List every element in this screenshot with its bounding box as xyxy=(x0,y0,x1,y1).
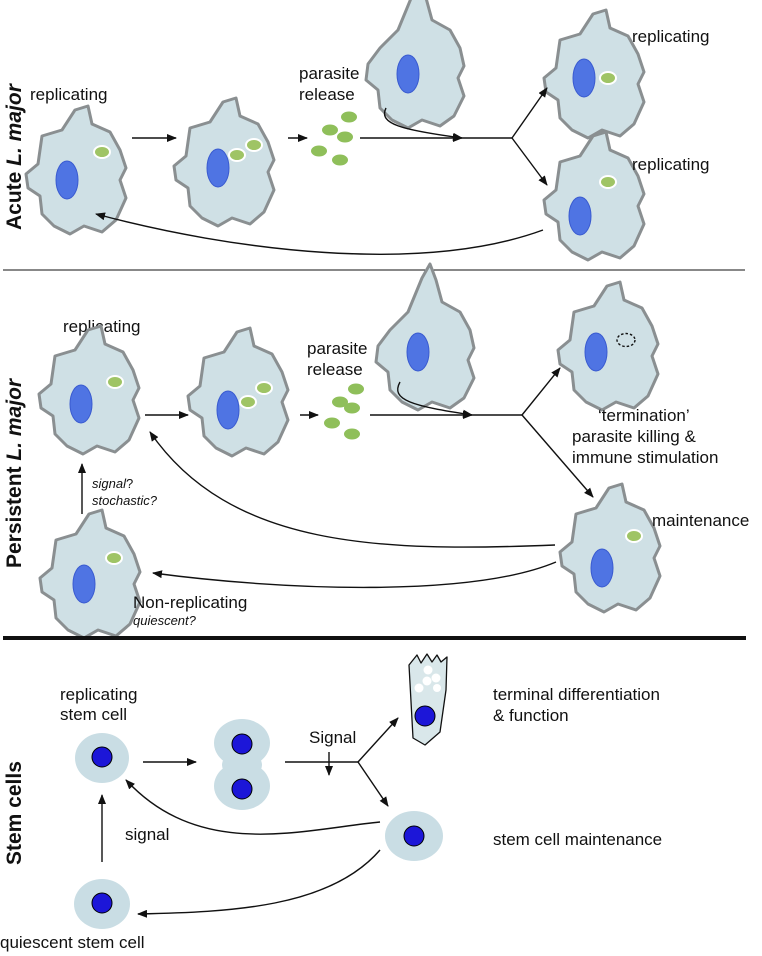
stem-cell-dividing xyxy=(214,719,270,810)
acute-label-replicating-top: replicating xyxy=(632,27,710,46)
arrow-acute-released xyxy=(383,107,463,141)
killed-parasite-icon xyxy=(616,332,636,348)
persistent-label-termination: ‘termination’ xyxy=(598,406,690,425)
stem-label-stem-cell: stem cell xyxy=(60,705,127,724)
arrow-acute-branch-up xyxy=(511,87,548,139)
stem-cell-replicating xyxy=(75,733,129,783)
stem-cell-quiescent xyxy=(74,879,130,929)
arrow-stem-return-upper xyxy=(125,779,381,835)
arrow-stem-branch-up xyxy=(357,717,399,763)
stem-side-title: Stem cells xyxy=(3,761,26,865)
persistent-side-title: Persistent L. major xyxy=(3,377,26,568)
macrophage-persistent-released xyxy=(374,262,476,412)
persistent-label-nonreplicating: Non-replicating xyxy=(133,593,247,612)
acute-side-title: Acute L. major xyxy=(3,82,26,230)
stem-label-function: & function xyxy=(493,706,569,725)
arrow-persistent-released xyxy=(397,381,473,418)
acute-label-replicating-bottom: replicating xyxy=(632,155,710,174)
macrophage-persistent-nonreplicating xyxy=(38,508,142,640)
persistent-label-quiescent: quiescent? xyxy=(133,613,197,628)
arrow-stem-branch-down xyxy=(357,761,389,807)
macrophage-acute-replicating-1 xyxy=(24,104,128,236)
acute-label-release: release xyxy=(299,85,355,104)
free-parasites-acute xyxy=(311,111,357,166)
persistent-label-signal: signal? xyxy=(92,476,133,491)
persistent-label-maintenance: maintenance xyxy=(652,511,749,530)
macrophage-acute-replicating-2 xyxy=(172,96,276,228)
macrophage-acute-replicating-bottom xyxy=(542,130,646,262)
persistent-section: Persistent L. major replicating parasite… xyxy=(3,262,749,640)
persistent-label-immune: immune stimulation xyxy=(572,448,718,467)
macrophage-persistent-replicating-1 xyxy=(37,324,141,456)
arrow-acute-return xyxy=(95,212,544,255)
stem-label-signal-left: signal xyxy=(125,825,169,844)
arrow-persistent-return-lower xyxy=(152,561,557,589)
macrophage-persistent-maintenance xyxy=(558,482,662,614)
acute-section: Acute L. major replicating parasite rele… xyxy=(3,0,710,262)
acute-label-parasite: parasite xyxy=(299,64,359,83)
arrow-acute-branch-down xyxy=(511,137,548,186)
stem-label-signal-top: Signal xyxy=(309,728,356,747)
stem-label-terminal: terminal differentiation xyxy=(493,685,660,704)
arrow-persistent-branch-down xyxy=(521,414,594,498)
persistent-label-release: release xyxy=(307,360,363,379)
arrow-persistent-return-upper xyxy=(149,431,556,548)
differentiated-cell-icon xyxy=(408,653,448,746)
stem-label-maintenance: stem cell maintenance xyxy=(493,830,662,849)
free-parasites-persistent xyxy=(324,383,364,440)
macrophage-persistent-termination xyxy=(556,280,660,412)
stem-cell-maintenance xyxy=(385,811,443,861)
arrow-persistent-branch-up xyxy=(521,367,561,416)
macrophage-acute-released xyxy=(364,0,466,130)
stem-label-quiescent: quiescent stem cell xyxy=(0,933,145,952)
persistent-label-parasite: parasite xyxy=(307,339,367,358)
macrophage-persistent-replicating-2 xyxy=(186,326,290,458)
stem-section: Stem cells replicating stem cell termina… xyxy=(0,653,662,952)
acute-label-replicating: replicating xyxy=(30,85,108,104)
macrophage-acute-replicating-top xyxy=(542,8,646,140)
persistent-label-killing: parasite killing & xyxy=(572,427,696,446)
arrow-stem-return-lower xyxy=(137,849,381,918)
stem-label-replicating: replicating xyxy=(60,685,138,704)
persistent-label-stochastic: stochastic? xyxy=(92,493,158,508)
